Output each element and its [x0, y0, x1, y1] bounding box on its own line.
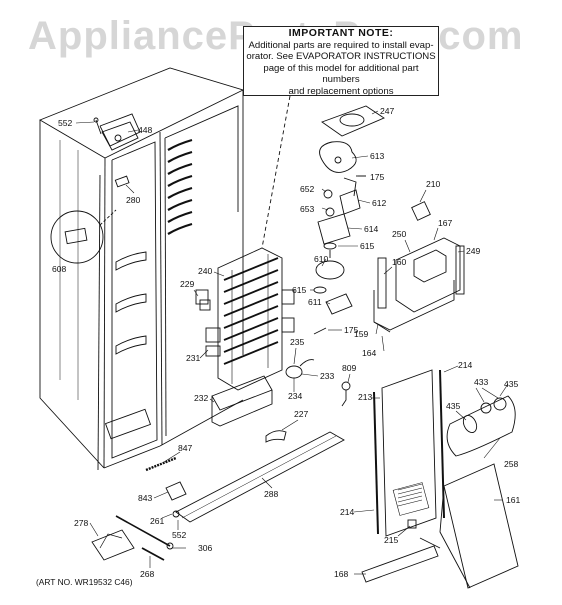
important-note-box: IMPORTANT NOTE: Additional parts are req… — [243, 26, 439, 97]
callout-552-bottom: 552 — [172, 530, 187, 540]
callout-161: 161 — [506, 495, 521, 505]
callout-160: 160 — [392, 257, 407, 267]
callout-615-a: 615 — [360, 241, 375, 251]
callout-612: 612 — [372, 198, 387, 208]
refrigerator-cabinet — [38, 67, 245, 471]
callout-433: 433 — [474, 377, 489, 387]
notice-line-4: and replacement options — [288, 85, 394, 97]
callout-213: 213 — [358, 392, 373, 402]
notice-title: IMPORTANT NOTE: — [288, 27, 394, 39]
callout-261: 261 — [150, 516, 165, 526]
callout-227: 227 — [294, 409, 309, 419]
callout-232: 232 — [194, 393, 209, 403]
callout-210: 210 — [426, 179, 441, 189]
drain-and-tray-parts — [91, 430, 345, 561]
callout-175-top: 175 — [370, 172, 385, 182]
bottom-right-panel — [361, 463, 519, 589]
light-housing-assembly — [446, 395, 516, 457]
callout-552-top: 552 — [58, 118, 73, 128]
callout-847: 847 — [178, 443, 193, 453]
callout-159: 159 — [354, 329, 369, 339]
callout-214-top: 214 — [458, 360, 473, 370]
callout-448: 448 — [138, 125, 153, 135]
callout-435-b: 435 — [446, 401, 461, 411]
callout-leader-lines — [75, 110, 509, 575]
air-duct-panel-213 — [373, 369, 445, 537]
art-number: (ART NO. WR19532 C46) — [36, 577, 133, 587]
callout-233: 233 — [320, 371, 335, 381]
part-448-hinge — [93, 117, 139, 151]
callout-288: 288 — [264, 489, 279, 499]
callout-164: 164 — [362, 348, 377, 358]
callout-268: 268 — [140, 569, 155, 579]
callout-229: 229 — [180, 279, 195, 289]
part-608-detail-circle — [50, 209, 117, 264]
callout-306: 306 — [198, 543, 213, 553]
callout-435-a: 435 — [504, 379, 519, 389]
callout-613: 613 — [370, 151, 385, 161]
callout-235: 235 — [290, 337, 305, 347]
callout-611: 611 — [308, 297, 322, 307]
callout-278: 278 — [74, 518, 89, 528]
notice-line-3: page of this model for additional part n… — [263, 62, 419, 86]
damper-control-assembly — [373, 201, 465, 333]
callout-250: 250 — [392, 229, 407, 239]
evaporator-assembly — [195, 95, 295, 427]
notice-line-1: Additional parts are required to install… — [248, 39, 434, 51]
callout-labels: 552 448 280 608 247 613 652 175 612 653 … — [52, 106, 521, 579]
callout-167: 167 — [438, 218, 453, 228]
evaporator-fan-assembly — [313, 105, 385, 335]
callout-215: 215 — [384, 535, 399, 545]
callout-258: 258 — [504, 459, 519, 469]
callout-231: 231 — [186, 353, 201, 363]
callout-234: 234 — [288, 391, 303, 401]
callout-175-mid: 175 — [344, 325, 359, 335]
callout-214-bottom: 214 — [340, 507, 355, 517]
callout-240: 240 — [198, 266, 213, 276]
callout-615-b: 615 — [292, 285, 307, 295]
callout-809: 809 — [342, 363, 357, 373]
callout-653: 653 — [300, 204, 315, 214]
callout-614: 614 — [364, 224, 379, 234]
callout-247: 247 — [380, 106, 395, 116]
callout-608: 608 — [52, 264, 67, 274]
callout-843: 843 — [138, 493, 153, 503]
callout-610: 610 — [314, 254, 329, 264]
callout-249: 249 — [466, 246, 481, 256]
notice-line-2: orator. See EVAPORATOR INSTRUCTIONS — [246, 51, 436, 63]
callout-280: 280 — [126, 195, 141, 205]
callout-652: 652 — [300, 184, 315, 194]
callout-168: 168 — [334, 569, 349, 579]
